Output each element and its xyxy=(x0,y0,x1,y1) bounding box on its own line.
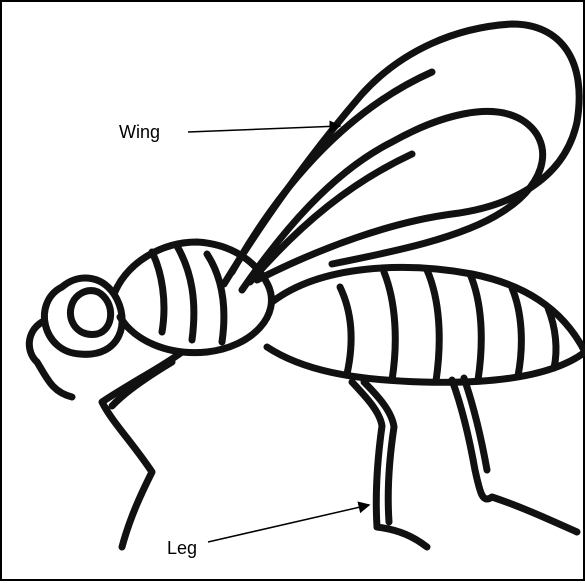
insect-front-leg-inner xyxy=(112,362,172,406)
wing-leader-line xyxy=(188,126,340,132)
insect-abdomen-segment xyxy=(512,288,521,376)
insect-abdomen-segment xyxy=(427,270,439,381)
insect-forewing-vein xyxy=(232,72,432,272)
insect-thorax-ridge xyxy=(207,254,224,342)
insect-abdomen-segment xyxy=(470,274,481,380)
insect-abdomen xyxy=(267,267,585,382)
insect-abdomen-segment xyxy=(548,308,556,368)
wing-label: Wing xyxy=(119,123,160,141)
insect-thorax-ridge xyxy=(152,252,164,332)
insect-abdomen-segment xyxy=(340,287,351,374)
insect-abdomen-segment xyxy=(384,272,395,380)
leg-leader-line xyxy=(208,505,369,542)
leg-label: Leg xyxy=(167,539,197,557)
insect-thorax-ridge xyxy=(177,246,194,340)
insect-eye xyxy=(70,291,110,335)
